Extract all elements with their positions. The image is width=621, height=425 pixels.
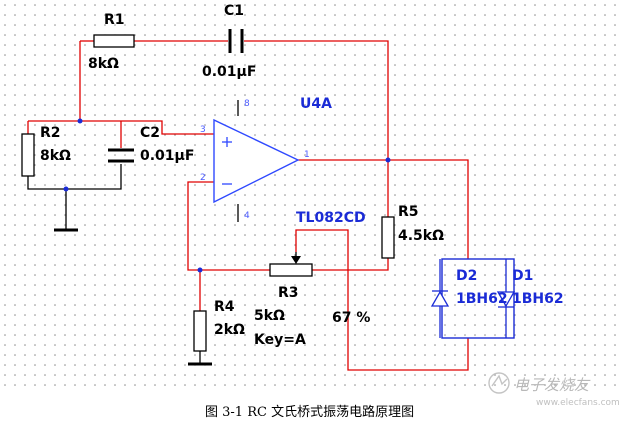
- pin-4-label: 4: [244, 211, 250, 221]
- junction-dot: [197, 267, 203, 273]
- d2-part: 1BH62: [456, 291, 508, 307]
- wire-rc-bottom: [27, 164, 122, 190]
- r1-label: R1: [104, 12, 125, 28]
- d2-diode[interactable]: [430, 259, 450, 338]
- ground-wires: [27, 100, 239, 364]
- r5-value: 4.5kΩ: [398, 228, 444, 244]
- pin-2-label: 2: [200, 173, 206, 183]
- r4-value: 2kΩ: [214, 322, 245, 338]
- pin-1-label: 1: [304, 150, 310, 160]
- r3-label: R3: [278, 285, 299, 301]
- wire-inv-node: [187, 181, 270, 271]
- r2-resistor[interactable]: [21, 133, 35, 177]
- pin-8-label: 8: [244, 99, 250, 109]
- wire-r5-pot: [312, 258, 389, 271]
- r2-value: 8kΩ: [40, 148, 71, 164]
- wire-output: [298, 159, 469, 259]
- junctions: [63, 118, 391, 273]
- watermark-text: 电子发烧友: [514, 376, 591, 394]
- d2-label: D2: [456, 268, 477, 284]
- r3-percent: 67 %: [332, 310, 370, 326]
- c1-capacitor[interactable]: [228, 29, 244, 53]
- r4-resistor[interactable]: [193, 310, 207, 352]
- junction-dot: [77, 118, 83, 124]
- c2-capacitor[interactable]: [108, 148, 134, 163]
- figure-caption: 图 3-1 RC 文氏桥式振荡电路原理图: [205, 404, 414, 420]
- opamp-u4a[interactable]: [213, 118, 300, 204]
- junction-dot: [385, 157, 391, 163]
- d1-label: D1: [512, 268, 533, 284]
- opamp-part: TL082CD: [296, 210, 366, 226]
- r3-wiper-arrow: [291, 256, 301, 264]
- wire-wiper-diodes: [295, 229, 469, 371]
- r5-label: R5: [398, 204, 419, 220]
- r2-label: R2: [40, 125, 61, 141]
- pin-3-label: 3: [200, 125, 206, 135]
- watermark-logo: [488, 372, 510, 394]
- wire-c1-output: [244, 40, 389, 160]
- r3-potentiometer[interactable]: [269, 263, 313, 277]
- c1-label: C1: [224, 3, 244, 19]
- opamp-label: U4A: [300, 96, 332, 112]
- c2-label: C2: [140, 125, 160, 141]
- junction-dot: [63, 186, 69, 192]
- watermark-url: www.elecfans.com: [536, 398, 620, 408]
- wire-node-plus: [28, 120, 214, 135]
- wires: [27, 40, 469, 371]
- c1-value: 0.01μF: [202, 64, 256, 80]
- r3-key: Key=A: [254, 332, 306, 348]
- r5-resistor[interactable]: [381, 216, 395, 259]
- c2-value: 0.01μF: [140, 148, 194, 164]
- r1-resistor[interactable]: [93, 34, 135, 48]
- r1-value: 8kΩ: [88, 56, 119, 72]
- d1-diode[interactable]: [496, 259, 516, 338]
- r3-value: 5kΩ: [254, 308, 285, 324]
- dot-grid: [0, 0, 621, 392]
- r4-label: R4: [214, 299, 235, 315]
- d1-part: 1BH62: [512, 291, 564, 307]
